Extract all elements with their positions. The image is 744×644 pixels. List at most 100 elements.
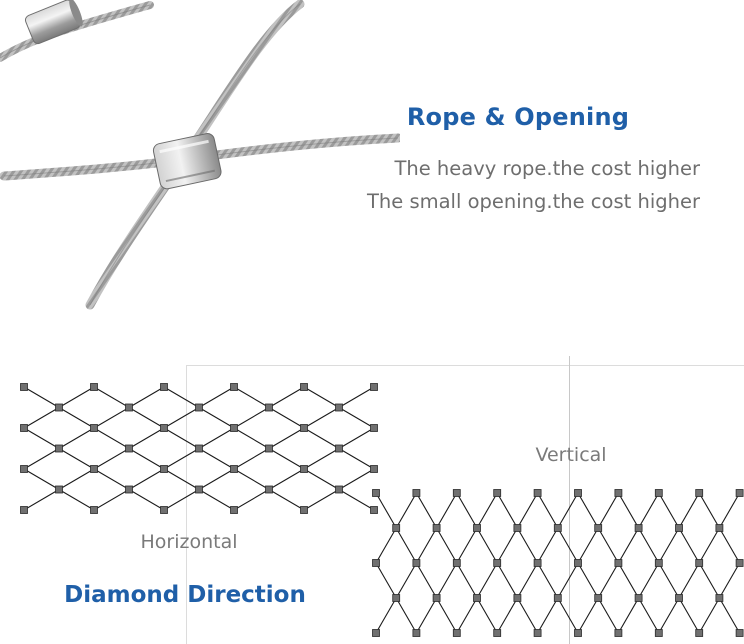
mesh-wire — [303, 448, 340, 470]
mesh-wire — [617, 527, 640, 564]
mesh-wire — [678, 492, 700, 529]
mesh-ferrule — [715, 594, 724, 602]
mesh-wire — [303, 427, 340, 449]
mesh-wire — [23, 489, 60, 511]
mesh-ferrule — [90, 424, 98, 432]
mesh-wire — [163, 386, 200, 408]
rope-opening-heading: Rope & Opening — [406, 103, 630, 131]
mesh-ferrule — [372, 489, 380, 497]
mesh-ferrule — [20, 465, 28, 473]
mesh-wire — [58, 489, 95, 511]
mesh-wire — [597, 562, 619, 599]
mesh-wire — [128, 489, 165, 511]
mesh-ferrule — [195, 444, 203, 453]
mesh-wire — [415, 492, 438, 529]
mesh-wire — [198, 407, 235, 429]
mesh-wire — [678, 527, 700, 564]
mesh-wire — [338, 489, 375, 511]
mesh-ferrule — [90, 506, 98, 514]
ferrule-top — [24, 0, 83, 45]
mesh-ferrule — [432, 524, 441, 532]
mesh-ferrule — [125, 403, 133, 412]
mesh-wire — [233, 407, 270, 429]
mesh-ferrule — [370, 465, 378, 473]
mesh-wire — [436, 492, 458, 529]
mesh-ferrule — [392, 594, 401, 602]
mesh-wire — [268, 468, 305, 490]
mesh-ferrule — [513, 524, 522, 532]
mesh-ferrule — [20, 506, 28, 514]
mesh-wire — [496, 597, 518, 634]
mesh-wire — [395, 492, 417, 529]
mesh-wire — [375, 492, 397, 529]
mesh-ferrule — [300, 424, 308, 432]
mesh-ferrule — [715, 524, 724, 532]
mesh-wire — [678, 597, 700, 634]
mesh-ferrule — [335, 403, 343, 412]
mesh-ferrule — [412, 489, 421, 497]
mesh-ferrule — [372, 629, 380, 637]
mesh-ferrule — [370, 383, 378, 391]
mesh-wire — [198, 427, 235, 449]
mesh-wire — [415, 562, 438, 599]
mesh-ferrule — [574, 559, 582, 567]
mesh-wire — [23, 407, 60, 429]
mesh-wire — [638, 597, 660, 634]
mesh-wire — [577, 492, 599, 529]
mesh-wire — [476, 562, 498, 599]
mesh-wire — [658, 597, 680, 634]
mesh-wire — [233, 448, 270, 470]
mesh-ferrule — [452, 559, 461, 567]
mesh-ferrule — [654, 629, 663, 637]
mesh-wire — [617, 597, 640, 634]
mesh-ferrule — [594, 594, 603, 602]
mesh-wire — [718, 492, 741, 529]
mesh-wire — [516, 527, 539, 564]
mesh-wire — [233, 468, 270, 490]
mesh-wire — [268, 448, 305, 470]
mesh-wire — [303, 386, 340, 408]
mesh-wire — [163, 407, 200, 429]
mesh-ferrule — [675, 524, 683, 532]
mesh-wire — [415, 527, 438, 564]
diamond-direction-heading: Diamond Direction — [64, 582, 306, 608]
mesh-wire — [557, 597, 579, 634]
mesh-wire — [233, 386, 270, 408]
mesh-wire — [658, 492, 680, 529]
mesh-wire — [496, 562, 518, 599]
mesh-wire — [577, 562, 599, 599]
mesh-wire — [128, 427, 165, 449]
mesh-ferrule — [300, 383, 308, 391]
mesh-wire — [58, 407, 95, 429]
mesh-wire — [456, 492, 478, 529]
mesh-ferrule — [553, 594, 562, 602]
mesh-wire — [198, 448, 235, 470]
mesh-wire — [23, 427, 60, 449]
mesh-wire — [597, 597, 619, 634]
mesh-wire — [395, 562, 417, 599]
mesh-ferrule — [392, 524, 401, 532]
mesh-ferrule — [125, 485, 133, 494]
mesh-wire — [338, 386, 375, 408]
mesh-wire — [198, 489, 235, 511]
mesh-wire — [496, 492, 518, 529]
mesh-ferrule — [230, 506, 238, 514]
guide-line-center — [569, 356, 570, 644]
mesh-wire — [557, 562, 579, 599]
mesh-wire — [268, 427, 305, 449]
mesh-ferrule — [493, 489, 502, 497]
mesh-ferrule — [370, 506, 378, 514]
mesh-wire — [516, 492, 539, 529]
mesh-wire — [658, 562, 680, 599]
mesh-wire — [23, 386, 60, 408]
mesh-ferrule — [533, 489, 542, 497]
mesh-wire — [128, 448, 165, 470]
mesh-ferrule — [265, 444, 273, 453]
mesh-wire — [456, 527, 478, 564]
mesh-ferrule — [675, 594, 683, 602]
mesh-wire — [395, 597, 417, 634]
mesh-ferrule — [160, 465, 168, 473]
mesh-wire — [456, 562, 478, 599]
mesh-ferrule — [493, 559, 502, 567]
vertical-diamond-mesh — [372, 489, 744, 637]
